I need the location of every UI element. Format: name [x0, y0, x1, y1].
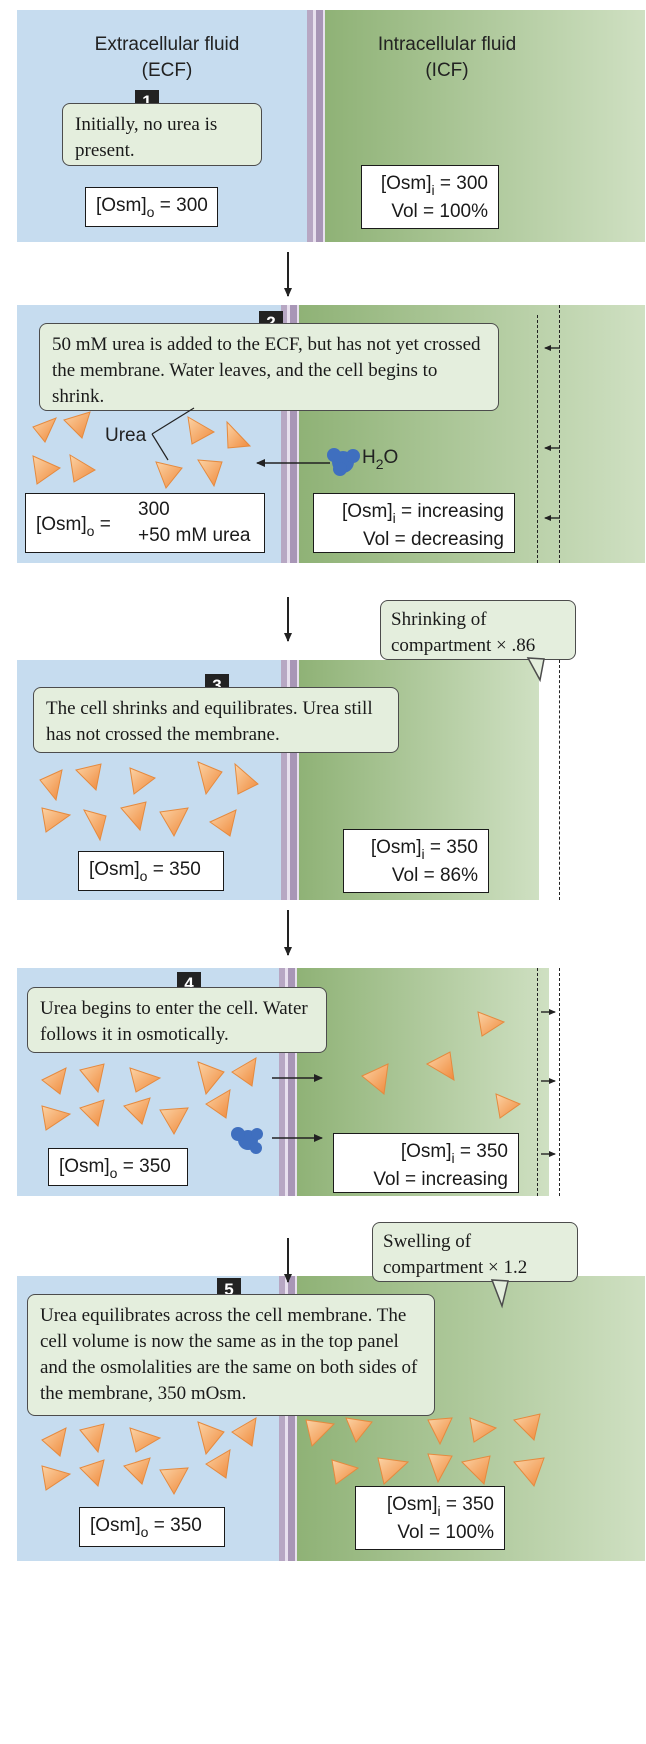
- panel-2-annotations: [151, 345, 560, 521]
- osm-outside-box: [Osm]o = 350: [79, 1507, 225, 1547]
- panel-5: 5 Urea equilibrates across the cell memb…: [17, 1276, 645, 1561]
- panel-2: 2 50 mM urea is added to the ECF, but ha…: [17, 305, 645, 563]
- water-molecule-icon: [327, 448, 360, 476]
- icf-header-title: Intracellular fluid: [377, 34, 517, 55]
- osm-inside-box: [Osm]i = 350 Vol = 100%: [355, 1486, 505, 1550]
- panel-4-annotations: [272, 1009, 556, 1157]
- water-molecule-icon: [231, 1127, 263, 1154]
- urea-molecules: [32, 411, 545, 1496]
- original-cell-boundary: [559, 968, 560, 1196]
- osm-outside-box: [Osm]o = 300: [85, 187, 218, 227]
- step-note: Initially, no urea is present.: [62, 103, 262, 166]
- step-note: 50 mM urea is added to the ECF, but has …: [39, 323, 499, 411]
- step-note: Urea equilibrates across the cell membra…: [27, 1294, 435, 1416]
- shrink-callout: Shrinking of compartment × .86: [380, 600, 576, 660]
- icf-header: Intracellular fluid (ICF): [347, 32, 547, 84]
- osm-outside-box: [Osm]o = 350: [48, 1148, 188, 1186]
- osm-inside-box: [Osm]i = 350 Vol = 86%: [343, 829, 489, 893]
- ecf-header-title: Extracellular fluid: [94, 34, 240, 55]
- step-note: The cell shrinks and equilibrates. Urea …: [33, 687, 399, 753]
- ecf-header: Extracellular fluid (ECF): [37, 32, 297, 84]
- ecf-header-abbr: (ECF): [141, 60, 193, 81]
- osm-inside-box: [Osm]i = 300 Vol = 100%: [361, 165, 499, 229]
- osm-outside-box: [Osm]o = 350: [78, 851, 224, 891]
- swelling-cell-boundary: [537, 968, 538, 1196]
- original-cell-boundary: [559, 305, 560, 563]
- urea-label: Urea: [105, 425, 147, 446]
- panel-1: Extracellular fluid (ECF) Intracellular …: [17, 10, 645, 242]
- original-cell-boundary: [559, 660, 560, 900]
- shrinking-cell-boundary: [537, 315, 538, 563]
- icf-header-abbr: (ICF): [425, 60, 469, 81]
- panel-3: 3 The cell shrinks and equilibrates. Ure…: [17, 660, 645, 900]
- osm-inside-box: [Osm]i = increasing Vol = decreasing: [313, 493, 515, 553]
- swell-callout: Swelling of compartment × 1.2: [372, 1222, 578, 1282]
- swell-callout-pointer: [490, 1279, 509, 1309]
- osm-outside-box: [Osm]o = 300 +50 mM urea: [25, 493, 265, 553]
- shrink-callout-pointer: [526, 657, 545, 683]
- water-label: H2O: [362, 447, 399, 472]
- osm-inside-box: [Osm]i = 350 Vol = increasing: [333, 1133, 519, 1193]
- step-note: Urea begins to enter the cell. Water fol…: [27, 987, 327, 1053]
